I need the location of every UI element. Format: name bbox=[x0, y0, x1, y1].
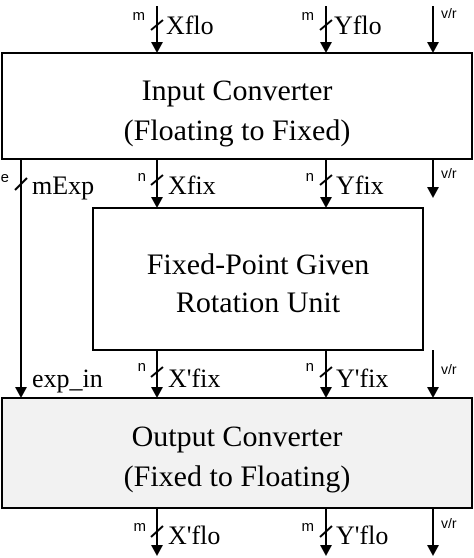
signal-label-vr: v/r bbox=[441, 5, 457, 21]
xfix-wire: n Xfix bbox=[138, 159, 216, 208]
bus-width-label: n bbox=[306, 358, 314, 375]
bus-slash-icon bbox=[319, 19, 333, 31]
arrow-down-icon bbox=[320, 545, 332, 556]
bus-width-label: m bbox=[133, 7, 146, 24]
arrow-down-icon bbox=[151, 42, 163, 53]
bus-slash-icon bbox=[150, 525, 164, 538]
signal-label-xfix: Xfix bbox=[168, 171, 216, 200]
signal-label-vr: v/r bbox=[441, 361, 457, 377]
signal-label-yflo-prime: Y'flo bbox=[336, 521, 388, 550]
output-converter-block: Output Converter (Fixed to Floating) bbox=[1, 397, 473, 509]
arrow-down-icon bbox=[151, 387, 163, 398]
output-converter-title: Output Converter bbox=[132, 420, 343, 453]
signal-label-vr: v/r bbox=[441, 165, 457, 181]
bus-width-label: n bbox=[306, 168, 314, 185]
rotation-unit-block: Fixed-Point Given Rotation Unit bbox=[92, 207, 424, 351]
bottom-x-output: m X'flo bbox=[134, 508, 220, 556]
input-converter-subtitle: (Floating to Fixed) bbox=[124, 114, 351, 147]
signal-label-yflo: Yflo bbox=[334, 11, 382, 40]
signal-label-xfix-prime: X'fix bbox=[168, 364, 220, 393]
arrow-down-icon bbox=[151, 545, 163, 556]
bus-slash-icon bbox=[150, 366, 164, 378]
bus-width-label: m bbox=[134, 518, 147, 535]
signal-label-xflo-prime: X'flo bbox=[168, 521, 220, 550]
bus-slash-icon bbox=[319, 525, 333, 538]
top-y-input: m Yflo bbox=[302, 6, 382, 53]
arrow-down-icon bbox=[320, 387, 332, 398]
arrow-down-icon bbox=[320, 197, 332, 208]
signal-label-exp-in: exp_in bbox=[32, 364, 103, 393]
rotation-unit-subtitle: Rotation Unit bbox=[176, 286, 341, 319]
bus-slash-icon bbox=[319, 174, 333, 186]
arrow-down-icon bbox=[427, 545, 439, 556]
bottom-vr-output: v/r bbox=[427, 508, 457, 556]
input-converter-block: Input Converter (Floating to Fixed) bbox=[1, 52, 473, 160]
bus-slash-icon bbox=[150, 19, 164, 31]
top-vr-input: v/r bbox=[427, 5, 457, 53]
rotation-unit-title: Fixed-Point Given bbox=[147, 248, 370, 281]
output-converter-subtitle: (Fixed to Floating) bbox=[124, 460, 351, 493]
top-x-input: m Xflo bbox=[133, 6, 214, 53]
bus-slash-icon bbox=[319, 366, 333, 378]
yfix-wire: n Yfix bbox=[306, 159, 384, 208]
arrow-down-icon bbox=[320, 42, 332, 53]
xfix-prime-wire: n X'fix bbox=[138, 350, 220, 398]
yfix-prime-wire: n Y'fix bbox=[306, 350, 388, 398]
arrow-down-icon bbox=[15, 387, 27, 398]
arrow-down-icon bbox=[427, 42, 439, 53]
vr-wire-mid1: v/r bbox=[427, 159, 457, 198]
bus-slash-icon bbox=[14, 177, 28, 191]
bus-width-label: e bbox=[1, 169, 9, 186]
bus-slash-icon bbox=[150, 174, 164, 186]
vr-wire-mid2: v/r bbox=[427, 350, 457, 398]
bus-width-label: n bbox=[138, 168, 146, 185]
signal-label-mexp: mExp bbox=[32, 171, 94, 200]
signal-label-yfix-prime: Y'fix bbox=[336, 364, 388, 393]
signal-label-yfix: Yfix bbox=[336, 171, 384, 200]
bus-width-label: m bbox=[302, 7, 315, 24]
arrow-down-icon bbox=[427, 387, 439, 398]
bus-width-label: n bbox=[138, 358, 146, 375]
bus-width-label: m bbox=[302, 518, 315, 535]
signal-label-vr: v/r bbox=[441, 515, 457, 531]
input-converter-title: Input Converter bbox=[142, 74, 333, 107]
bottom-y-output: m Y'flo bbox=[302, 508, 388, 556]
arrow-down-icon bbox=[427, 187, 439, 198]
mexp-wire: e mExp exp_in bbox=[1, 159, 103, 398]
signal-label-xflo: Xflo bbox=[166, 11, 214, 40]
arrow-down-icon bbox=[151, 197, 163, 208]
